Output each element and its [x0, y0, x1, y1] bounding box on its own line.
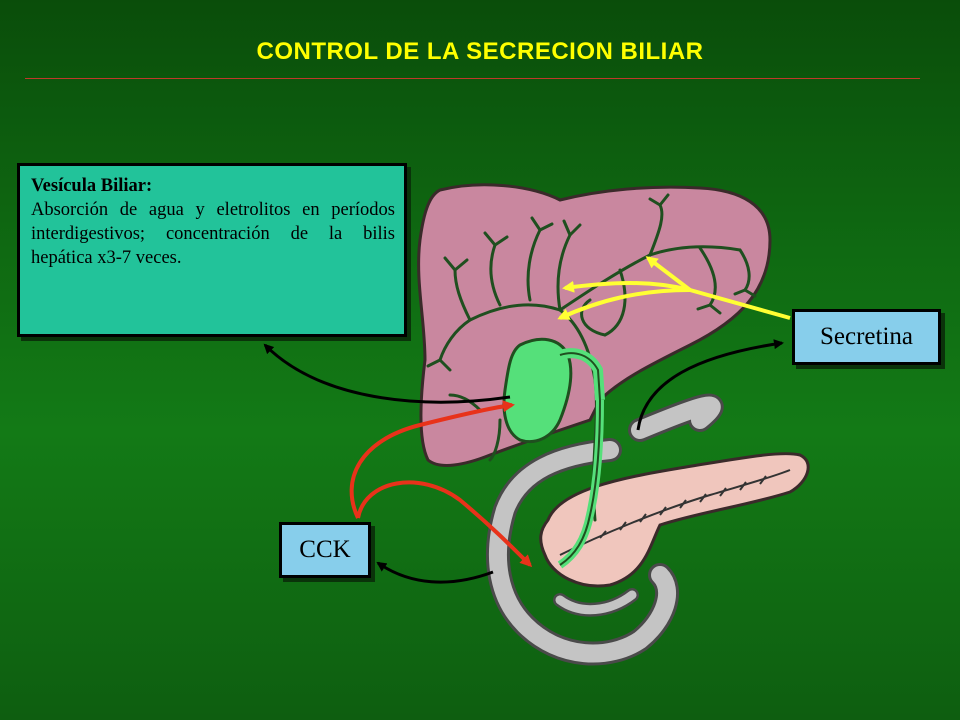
gallbladder-info-box: Vesícula Biliar: Absorción de agua y ele… — [17, 163, 407, 337]
info-body: Absorción de agua y eletrolitos en perío… — [31, 200, 395, 268]
secretina-arrow-lower — [557, 288, 691, 320]
secretina-label: Secretina — [792, 309, 941, 365]
cck-arrow-sphincter — [356, 480, 533, 568]
page-title: CONTROL DE LA SECRECION BILIAR — [256, 38, 704, 65]
secretina-arrow-main — [689, 288, 791, 320]
cck-arrow-gallbladder — [349, 400, 515, 519]
secretina-arrow-upper — [645, 256, 692, 292]
duodenum-to-cck-arrow — [376, 561, 494, 584]
duodenum — [485, 393, 724, 666]
info-heading: Vesícula Biliar: — [31, 176, 153, 196]
feedback-arrows — [263, 339, 784, 584]
gallbladder — [502, 337, 605, 444]
duodenum-to-secretina-arrow — [636, 339, 784, 431]
cck-arrows — [349, 400, 533, 568]
cck-label: CCK — [279, 522, 371, 578]
secretina-arrows — [557, 256, 791, 320]
secretina-arrow-middle — [562, 280, 691, 293]
pancreas — [539, 452, 810, 588]
gallbladder-to-infobox-arrow — [263, 343, 511, 404]
title-divider — [25, 78, 920, 79]
